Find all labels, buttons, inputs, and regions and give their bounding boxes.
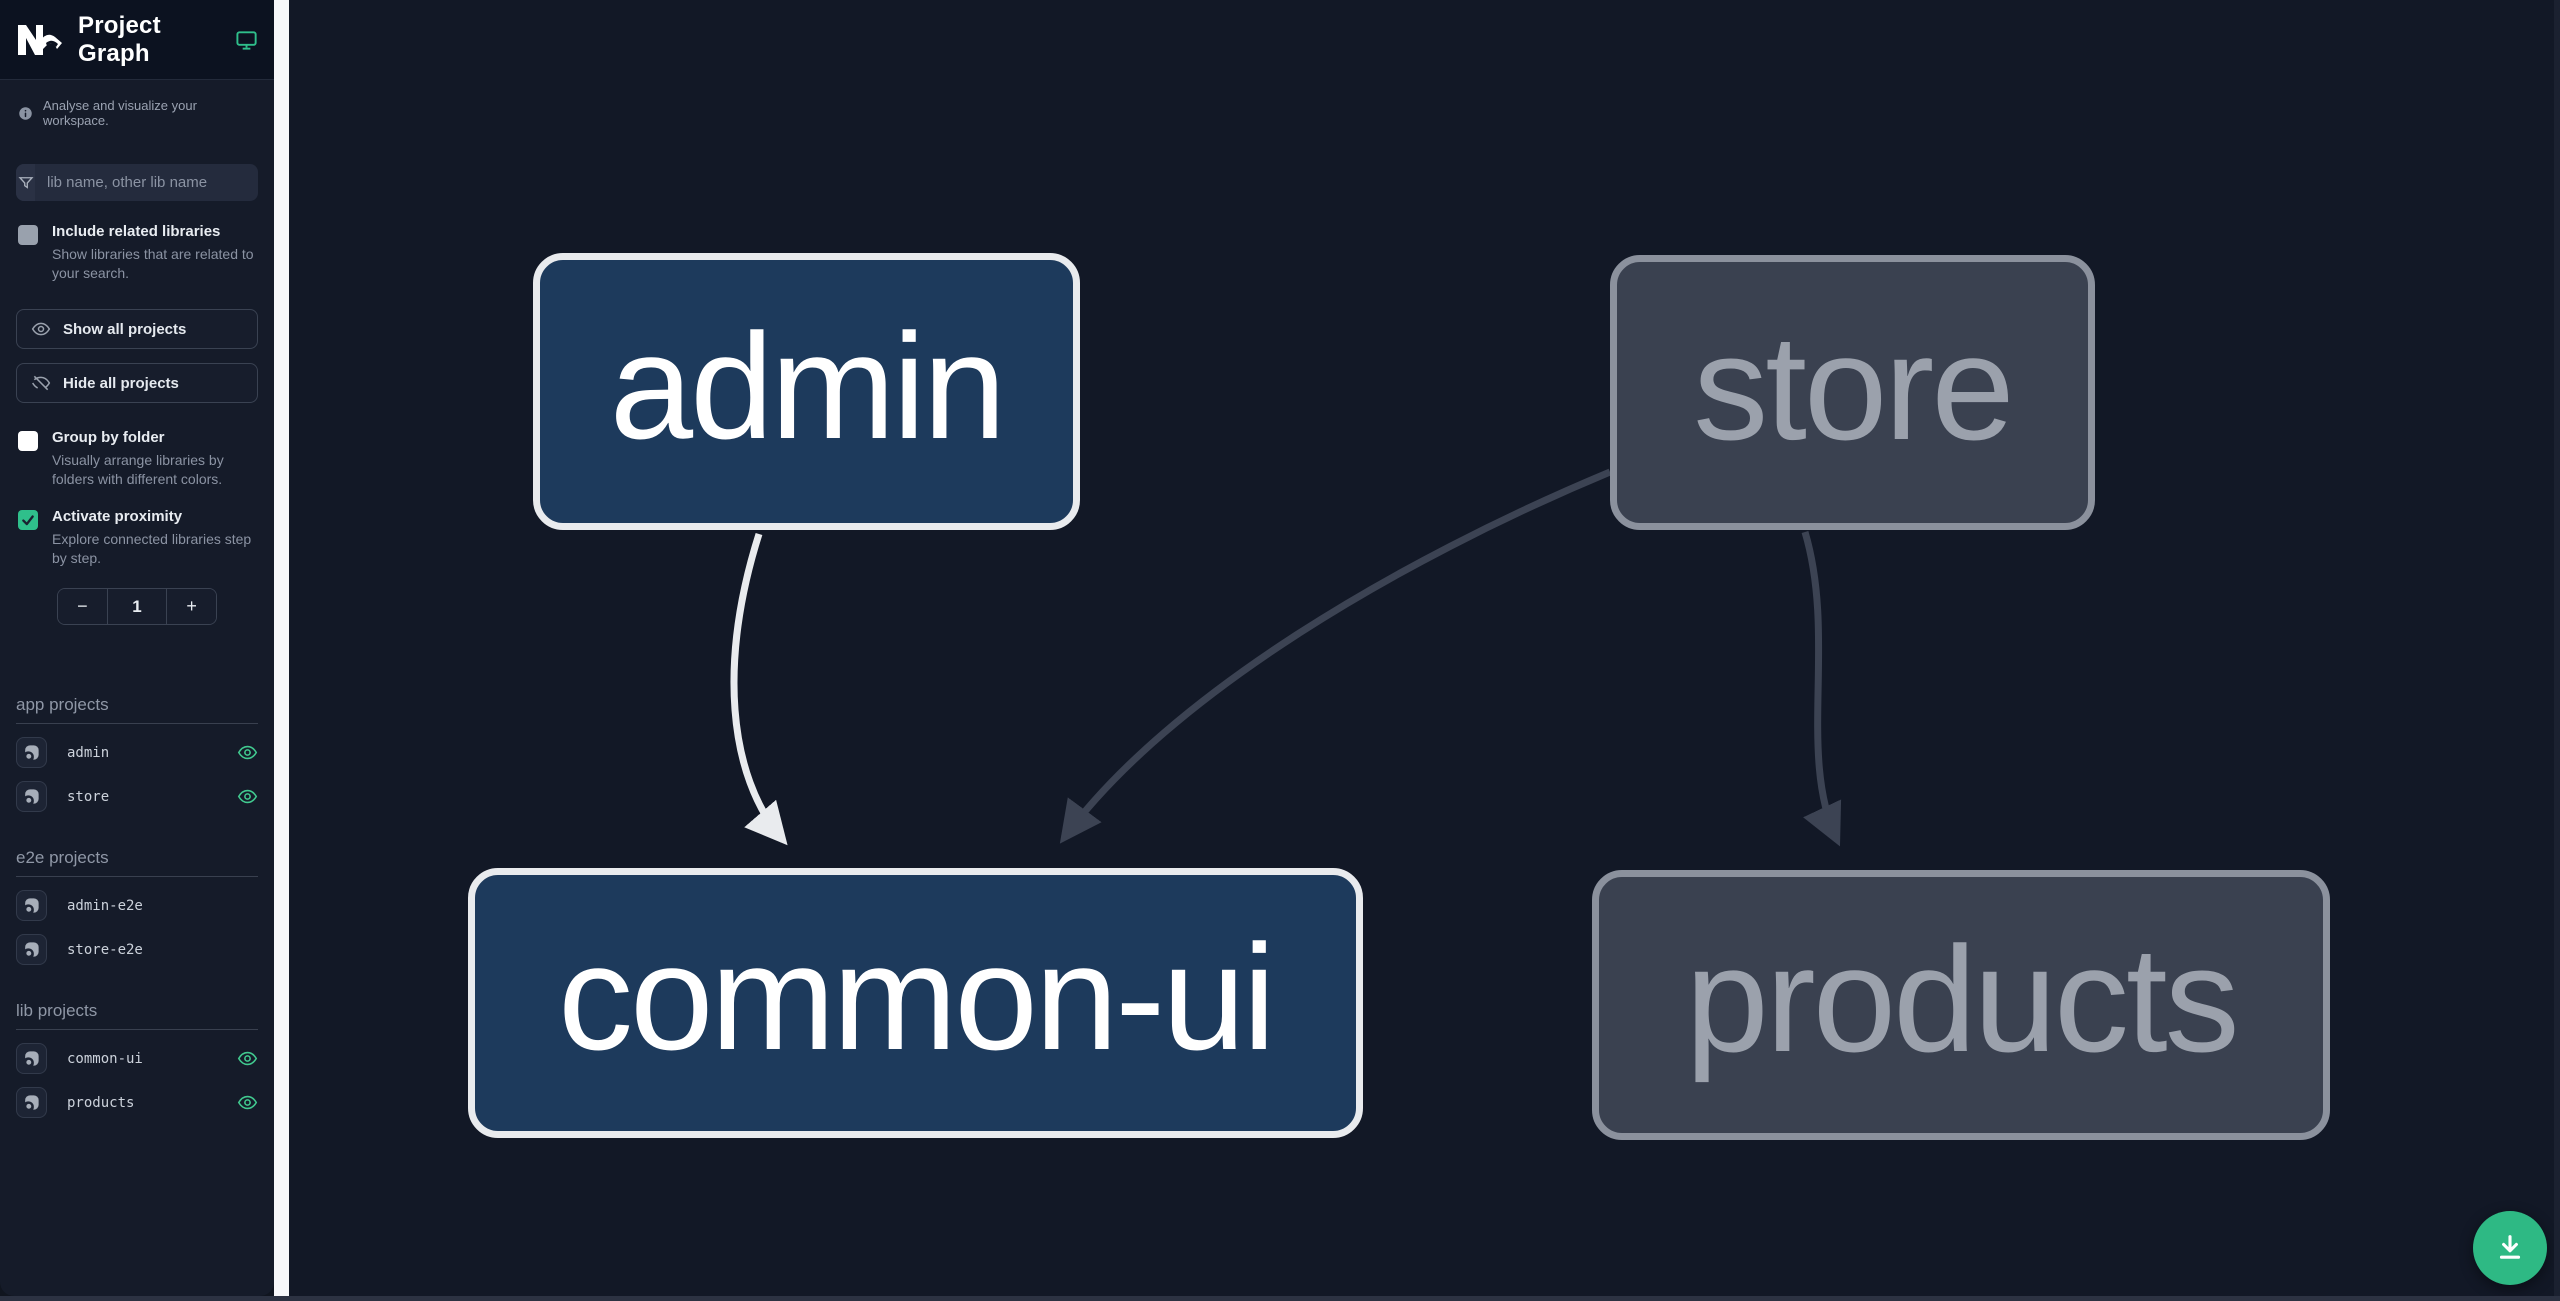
sidebar-header: Project Graph — [0, 0, 274, 80]
show-all-projects-label: Show all projects — [63, 320, 187, 338]
graph-node-admin[interactable]: admin — [533, 253, 1080, 530]
tagline-text: Analyse and visualize your workspace. — [43, 98, 197, 128]
node-label: store — [1693, 302, 2014, 471]
project-name: products — [67, 1094, 135, 1111]
edge-admin-to-common-ui[interactable] — [730, 532, 788, 846]
graph-canvas[interactable]: admin store common-ui products — [289, 0, 2560, 1296]
include-related-label: Include related libraries — [52, 223, 221, 240]
section-title: e2e projects — [16, 848, 258, 878]
graph-edges — [730, 468, 1842, 847]
section-title: app projects — [16, 695, 258, 725]
project-name: store — [67, 788, 110, 805]
project-name: store-e2e — [67, 941, 143, 958]
include-related-description: Show libraries that are related to your … — [52, 245, 254, 282]
hide-all-projects-label: Hide all projects — [63, 374, 179, 392]
download-icon — [2499, 1235, 2521, 1259]
eye-icon — [31, 322, 51, 336]
eye-icon[interactable] — [237, 742, 258, 763]
project-row-products[interactable]: products — [16, 1087, 258, 1119]
node-label: admin — [609, 301, 1007, 470]
monitor-icon[interactable] — [235, 27, 258, 53]
search-input[interactable] — [35, 164, 258, 201]
show-all-projects-button[interactable]: Show all projects — [16, 309, 258, 350]
hide-all-projects-button[interactable]: Hide all projects — [16, 363, 258, 404]
check-icon — [22, 515, 34, 525]
sidebar-resize-divider[interactable] — [274, 0, 289, 1296]
project-name: common-ui — [67, 1050, 143, 1067]
section-lib-projects: lib projects common-ui products — [16, 1001, 258, 1119]
activate-proximity-checkbox[interactable] — [18, 509, 38, 530]
graph-node-common-ui[interactable]: common-ui — [468, 868, 1363, 1138]
filter-icon — [16, 164, 35, 201]
include-related-checkbox[interactable] — [18, 225, 38, 245]
info-icon — [19, 106, 32, 120]
project-icon — [16, 1043, 47, 1075]
project-icon — [16, 737, 47, 769]
project-icon — [16, 934, 47, 966]
group-by-folder-label: Group by folder — [52, 429, 165, 447]
graph-node-products[interactable]: products — [1592, 870, 2330, 1140]
project-icon — [16, 781, 47, 813]
decrement-button[interactable]: − — [58, 589, 107, 625]
section-title: lib projects — [16, 1001, 258, 1031]
tagline-row: Analyse and visualize your workspace. — [0, 80, 274, 138]
project-row-store-e2e[interactable]: store-e2e — [16, 934, 258, 966]
eye-icon[interactable] — [237, 1092, 258, 1113]
edge-store-to-products[interactable] — [1801, 531, 1842, 847]
section-app-projects: app projects admin store — [16, 695, 258, 813]
include-related-option: Include related libraries Show libraries… — [0, 201, 274, 283]
search-bar — [16, 164, 258, 201]
canvas-right-edge — [2554, 0, 2560, 1296]
eye-icon[interactable] — [237, 1048, 258, 1069]
sidebar: Project Graph Analyse and visualize your… — [0, 0, 274, 1296]
node-label: products — [1685, 915, 2239, 1083]
proximity-depth-value: 1 — [106, 589, 168, 625]
activate-proximity-description: Explore connected libraries step by step… — [52, 530, 252, 566]
node-label: common-ui — [558, 913, 1276, 1081]
proximity-depth-stepper: − 1 + — [57, 588, 217, 626]
graph-node-store[interactable]: store — [1610, 255, 2095, 530]
project-row-admin[interactable]: admin — [16, 737, 258, 769]
app-title: Project Graph — [78, 11, 161, 67]
nx-logo — [18, 24, 62, 55]
group-by-folder-option: Group by folder Visually arrange librari… — [0, 403, 274, 489]
increment-button[interactable]: + — [167, 589, 216, 625]
download-graph-button[interactable] — [2473, 1211, 2547, 1285]
project-name: admin-e2e — [67, 897, 143, 914]
bottom-edge-strip — [0, 1296, 2560, 1301]
activate-proximity-label: Activate proximity — [52, 507, 183, 525]
group-by-folder-description: Visually arrange libraries by folders wi… — [52, 452, 224, 488]
project-row-common-ui[interactable]: common-ui — [16, 1043, 258, 1075]
project-icon — [16, 1087, 47, 1119]
group-by-folder-checkbox[interactable] — [18, 431, 38, 452]
project-name: admin — [67, 744, 110, 761]
eye-off-icon — [32, 376, 51, 391]
edge-store-to-common-ui[interactable] — [1059, 468, 1612, 844]
project-row-store[interactable]: store — [16, 781, 258, 813]
project-row-admin-e2e[interactable]: admin-e2e — [16, 890, 258, 922]
activate-proximity-option: Activate proximity Explore connected lib… — [0, 490, 274, 568]
eye-icon[interactable] — [237, 786, 258, 807]
section-e2e-projects: e2e projects admin-e2e store-e2e — [16, 848, 258, 966]
project-icon — [16, 890, 47, 922]
